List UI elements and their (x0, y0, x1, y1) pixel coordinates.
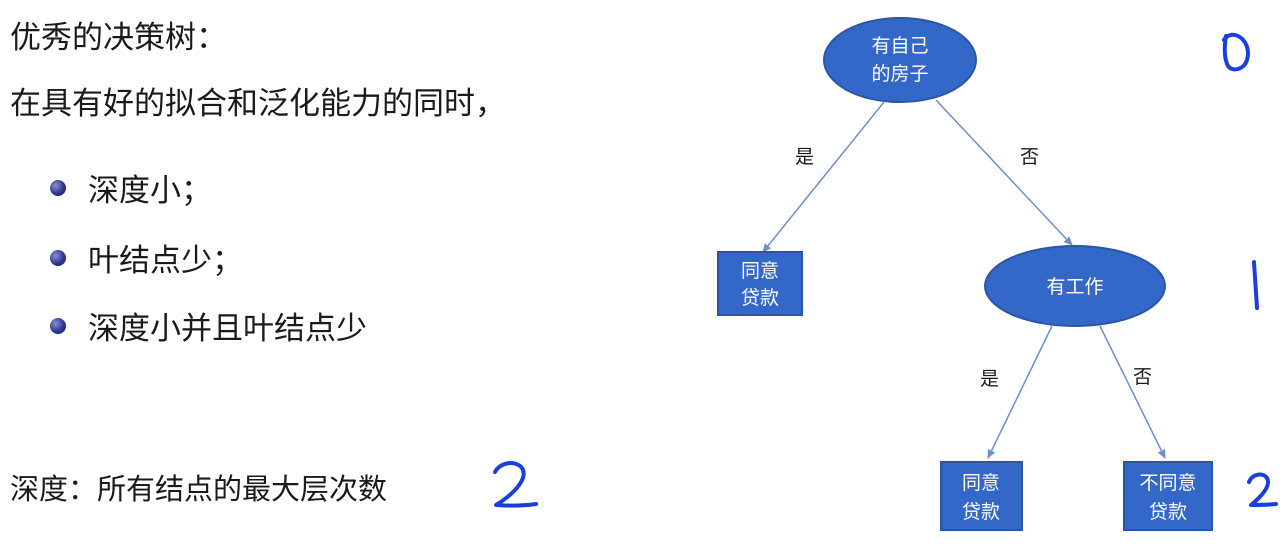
bullet-item: 深度小并且叶结点少 (50, 303, 367, 348)
root-node-label-line2: 的房子 (871, 63, 928, 85)
bullet-icon (50, 179, 66, 196)
bullet-text: 叶结点少； (88, 243, 243, 279)
root-node (823, 17, 977, 103)
leaf-mid-label-line2: 贷款 (962, 501, 1000, 523)
edge-job-no (1099, 325, 1166, 459)
handwritten-level-1 (1252, 260, 1259, 310)
bullet-item: 叶结点少； (50, 235, 243, 280)
leaf-left-label-line1: 同意 (741, 260, 779, 282)
edge-label-yes: 是 (980, 368, 999, 390)
leaf-mid-label-line1: 同意 (962, 472, 1000, 494)
bullet-item: 深度小； (50, 165, 212, 210)
edge-label-yes: 是 (795, 146, 814, 168)
handwritten-level-2 (1247, 472, 1278, 507)
edge-label-no: 否 (1133, 366, 1152, 388)
edge-label-no: 否 (1020, 146, 1039, 168)
leaf-node-right (1123, 461, 1213, 531)
slide-title: 优秀的决策树： (10, 20, 227, 56)
edge-root-yes (762, 101, 885, 253)
job-node-label: 有工作 (1046, 276, 1103, 298)
root-node-label-line1: 有自己 (871, 35, 928, 57)
job-node (984, 245, 1166, 327)
leaf-node-left (717, 251, 803, 316)
leaf-left-label-line2: 贷款 (741, 287, 779, 309)
slide-subtitle: 在具有好的拟合和泛化能力的同时， (10, 86, 506, 122)
handwritten-depth-2 (493, 461, 538, 508)
depth-definition: 深度：所有结点的最大层次数 (10, 472, 388, 506)
edge-job-yes (987, 325, 1053, 459)
bullet-icon (50, 317, 66, 334)
bullet-text: 深度小； (88, 173, 212, 209)
leaf-right-label-line1: 不同意 (1139, 472, 1196, 494)
edge-root-no (935, 99, 1073, 246)
bullet-icon (50, 249, 66, 266)
leaf-right-label-line2: 贷款 (1149, 501, 1187, 523)
bullet-text: 深度小并且叶结点少 (88, 311, 367, 347)
leaf-node-middle (940, 461, 1023, 531)
handwritten-level-0 (1222, 32, 1250, 72)
